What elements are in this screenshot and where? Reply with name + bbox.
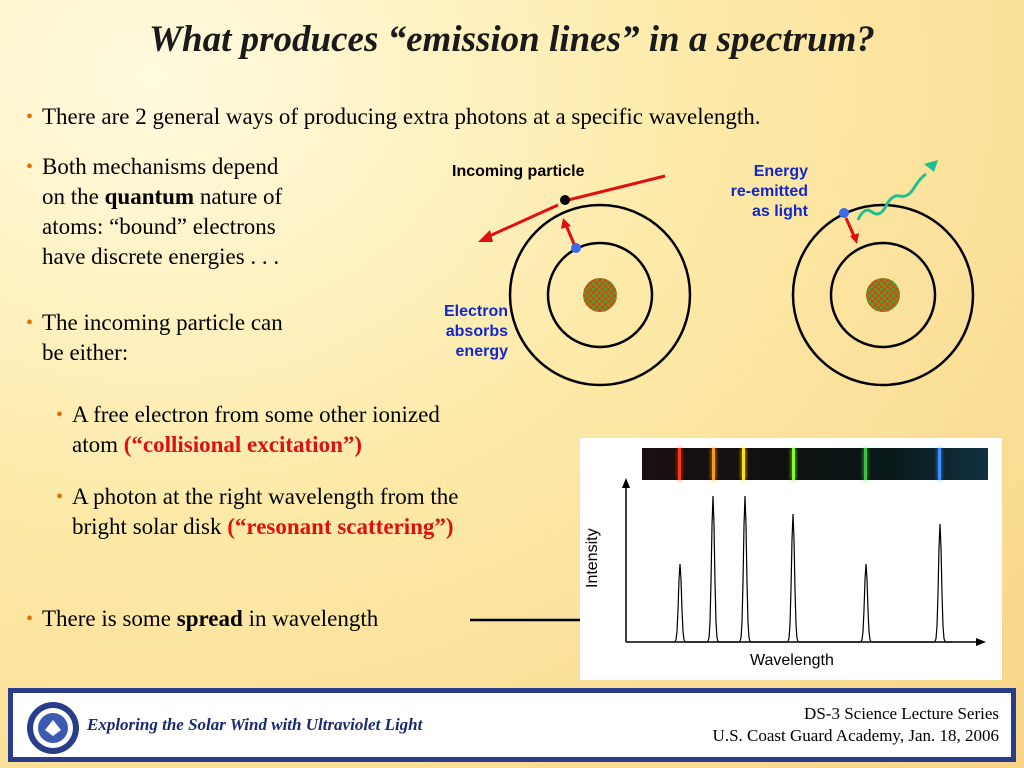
bullet-icon: • xyxy=(26,106,34,128)
intensity-plot xyxy=(622,478,986,646)
nucleus-right xyxy=(866,278,900,312)
collisional-excitation: (“collisional excitation”) xyxy=(123,432,363,457)
spread-emphasis: spread xyxy=(176,606,243,631)
y-axis-label: Intensity xyxy=(584,528,601,588)
x-axis-label: Wavelength xyxy=(750,652,834,669)
spectral-line xyxy=(742,448,745,480)
spectrum-panel: Intensity Wavelength xyxy=(580,438,1002,680)
bullet-two-ways: • There are 2 general ways of producing … xyxy=(26,102,1002,132)
atom-diagram xyxy=(478,160,975,387)
atom-left xyxy=(478,174,692,387)
bullet-spread: • There is some spread in wavelength xyxy=(26,604,482,634)
sub-bullet-photon: • A photon at the right wavelength from … xyxy=(56,484,459,539)
coast-guard-seal-icon xyxy=(27,702,79,754)
label-electron-absorbs: Electron absorbs energy xyxy=(443,303,508,360)
footer-bar: Exploring the Solar Wind with Ultraviole… xyxy=(8,688,1016,762)
bullet-incoming-particle: • The incoming particle can be either: xyxy=(26,310,283,365)
emission-peaks xyxy=(673,495,952,643)
sub-bullet-free-electron: • A free electron from some other ionize… xyxy=(56,402,440,457)
bullet-icon: • xyxy=(56,486,64,508)
label-incoming-particle: Incoming particle xyxy=(452,163,585,180)
atom-right xyxy=(791,160,975,387)
electron-left xyxy=(571,243,581,253)
electron-right xyxy=(839,208,849,218)
footer-event: DS-3 Science Lecture Series U.S. Coast G… xyxy=(712,704,999,745)
spectral-line xyxy=(938,448,941,480)
resonant-scattering: (“resonant scattering”) xyxy=(227,514,454,539)
footer-title: Exploring the Solar Wind with Ultraviole… xyxy=(87,715,423,734)
spectral-line xyxy=(864,448,867,480)
bullet-mechanisms: • Both mechanisms depend on the quantum … xyxy=(26,154,283,269)
bullet-icon: • xyxy=(26,312,34,334)
spectrum-band xyxy=(642,448,988,480)
quantum-emphasis: quantum xyxy=(104,184,195,209)
bullet-icon: • xyxy=(56,404,64,426)
incoming-particle xyxy=(560,195,570,205)
bullet-icon: • xyxy=(26,608,34,630)
spectral-line xyxy=(678,448,681,480)
page-title: What produces “emission lines” in a spec… xyxy=(149,19,875,60)
bullet-icon: • xyxy=(26,156,34,178)
label-energy-reemitted: Energy re-emitted as light xyxy=(730,163,808,220)
spectral-line xyxy=(712,448,715,480)
nucleus-left xyxy=(583,278,617,312)
spectral-line xyxy=(792,448,795,480)
